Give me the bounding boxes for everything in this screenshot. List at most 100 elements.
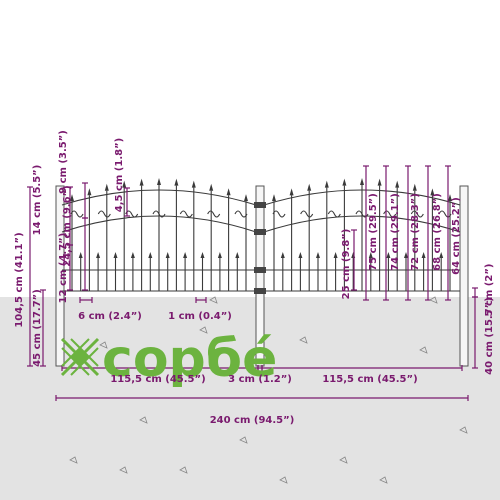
- scroll-ornament: [97, 210, 111, 218]
- picket-spike: [448, 194, 452, 202]
- ground-pebble: [279, 476, 288, 484]
- picket-spike: [289, 188, 294, 196]
- dim-above-ground: 45 cm (17.7”): [32, 289, 43, 367]
- short-spike: [316, 252, 320, 258]
- dim-scroll-height: 24,5 cm (9.6”): [62, 185, 73, 266]
- dim-picket-width: 1 cm (0.4”): [168, 311, 232, 322]
- short-spike: [113, 252, 118, 258]
- picket-spike: [70, 194, 74, 202]
- fence-panel: [263, 178, 461, 292]
- panel-connector: [254, 229, 266, 235]
- short-spike: [78, 252, 83, 258]
- picket-spike: [226, 188, 231, 196]
- dim-panel-width-left: 115,5 cm (45.5”): [110, 374, 205, 385]
- ground-pebble: [99, 341, 108, 349]
- dim-ground-stake: 40 cm (15.7”): [484, 297, 495, 375]
- short-spike: [280, 252, 285, 258]
- short-spike: [148, 252, 153, 258]
- picket-spike: [324, 180, 329, 188]
- dim-arch-rise: 14 cm (5.5”): [32, 165, 43, 236]
- left-post: [55, 185, 65, 367]
- panel-connector: [254, 267, 266, 273]
- fence-panels: [61, 178, 461, 294]
- ground-pebble: [199, 326, 208, 334]
- picket-spike: [377, 178, 382, 186]
- ground-pebble: [139, 416, 148, 424]
- ground-pebble: [339, 456, 348, 464]
- picket-spike: [87, 188, 92, 196]
- short-spike: [386, 252, 391, 258]
- dim-connector-width: 3 cm (1.2”): [228, 374, 292, 385]
- dim-lower-section: 12 cm (4.7”): [58, 233, 69, 304]
- panel-connector: [254, 202, 266, 208]
- short-spike: [439, 252, 444, 258]
- scroll-ornament: [300, 210, 314, 218]
- ground-pebble: [209, 296, 218, 304]
- dim-top-segment: 9 cm (3.5”): [58, 130, 69, 194]
- picket-spike: [139, 178, 144, 186]
- short-spike: [200, 252, 205, 258]
- short-spike: [183, 252, 188, 258]
- dim-inner-panel: 25 cm (9.8”): [341, 229, 352, 300]
- scroll-ornament: [410, 210, 424, 218]
- short-spike: [404, 252, 408, 258]
- picket-spike: [272, 194, 276, 202]
- scroll-ornament: [179, 210, 193, 218]
- picket-spike: [412, 183, 417, 191]
- middle-post: [255, 185, 265, 367]
- picket-spike: [209, 183, 214, 191]
- dim-panel-width-right: 115,5 cm (45.5”): [322, 374, 417, 385]
- scroll-ornament: [438, 210, 452, 218]
- ground-pebble: [459, 426, 468, 434]
- short-spike: [235, 252, 240, 258]
- scroll-ornament: [272, 210, 286, 218]
- dim-total-height: 104,5 cm (41.1”): [14, 232, 25, 327]
- scroll-ornament: [70, 210, 84, 218]
- short-spike: [298, 252, 303, 258]
- dim-picket-spacing: 6 cm (2.4”): [78, 311, 142, 322]
- dim-bottom-gap: 5 cm (2”): [484, 264, 495, 317]
- short-spike: [217, 252, 222, 258]
- ground-pebble: [379, 476, 388, 484]
- dimension-lines: [27, 165, 478, 401]
- picket-spike: [244, 194, 248, 202]
- dim-picket-64: 64 cm (25.2”): [451, 197, 462, 275]
- dim-picket-72: 72 cm (28.3”): [410, 193, 421, 271]
- picket-spike: [174, 178, 179, 186]
- ground-pebble: [119, 466, 128, 474]
- short-spike: [421, 252, 426, 258]
- panel-connector: [254, 288, 266, 294]
- picket-spike: [122, 180, 127, 188]
- short-spike: [96, 252, 101, 258]
- scroll-ornament: [327, 210, 341, 218]
- dim-picket-75: 75 cm (29.5”): [368, 193, 379, 271]
- picket-spike: [395, 180, 400, 188]
- ground-pebble: [179, 466, 188, 474]
- dim-total-width: 240 cm (94.5”): [210, 415, 295, 426]
- short-spike: [368, 252, 373, 258]
- short-spike: [333, 252, 338, 258]
- ground-pebble: [419, 346, 428, 354]
- right-post: [459, 185, 469, 367]
- brand-logo: copбé: [60, 329, 277, 389]
- fence-panel: [61, 178, 257, 292]
- picket-spike: [307, 183, 312, 191]
- logo-text: copбé: [102, 329, 277, 389]
- lattice-logo-icon: [60, 337, 100, 377]
- dim-picket-68: 68 cm (26.8”): [432, 193, 443, 271]
- picket-spike: [191, 180, 196, 188]
- short-spike: [130, 252, 135, 258]
- dim-picket-74: 74 cm (29.1”): [390, 193, 401, 271]
- ground-pebble: [299, 336, 308, 344]
- picket-spike: [360, 178, 364, 185]
- scroll-ornament: [207, 210, 221, 218]
- dim-spike-height: 4,5 cm (1.8”): [114, 138, 125, 212]
- ground-pebble: [69, 456, 78, 464]
- scroll-ornament: [234, 210, 248, 218]
- picket-spike: [157, 178, 161, 185]
- ground-pebble: [429, 296, 438, 304]
- picket-spike: [430, 188, 435, 196]
- short-spike: [165, 252, 170, 258]
